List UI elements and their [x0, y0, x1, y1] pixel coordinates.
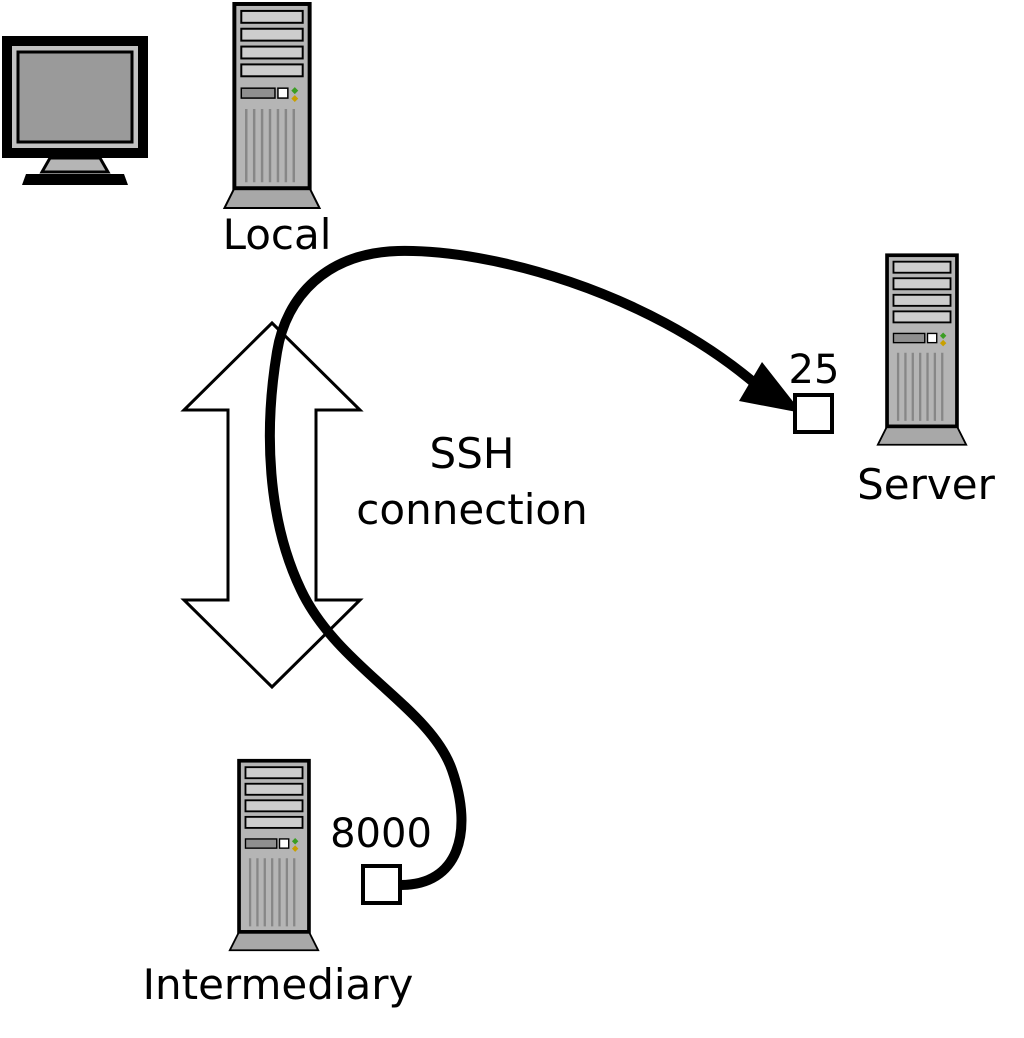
local-computer-icon: [222, 2, 322, 210]
ssh-connection-label: SSH connection: [356, 429, 588, 534]
local-label: Local: [222, 210, 332, 259]
intermediary-computer-icon: [228, 758, 320, 953]
port-8000-box: [361, 864, 402, 905]
port-25-box: [793, 393, 834, 434]
intermediary-label: Intermediary: [142, 960, 414, 1009]
port-8000-label: 8000: [330, 811, 432, 857]
monitor-icon: [2, 36, 148, 185]
port-25-label: 25: [788, 347, 840, 393]
arrowhead-icon: [739, 362, 802, 413]
forwarded-connection-arrow: [264, 245, 757, 890]
server-label: Server: [857, 460, 995, 509]
server-computer-icon: [876, 253, 968, 447]
